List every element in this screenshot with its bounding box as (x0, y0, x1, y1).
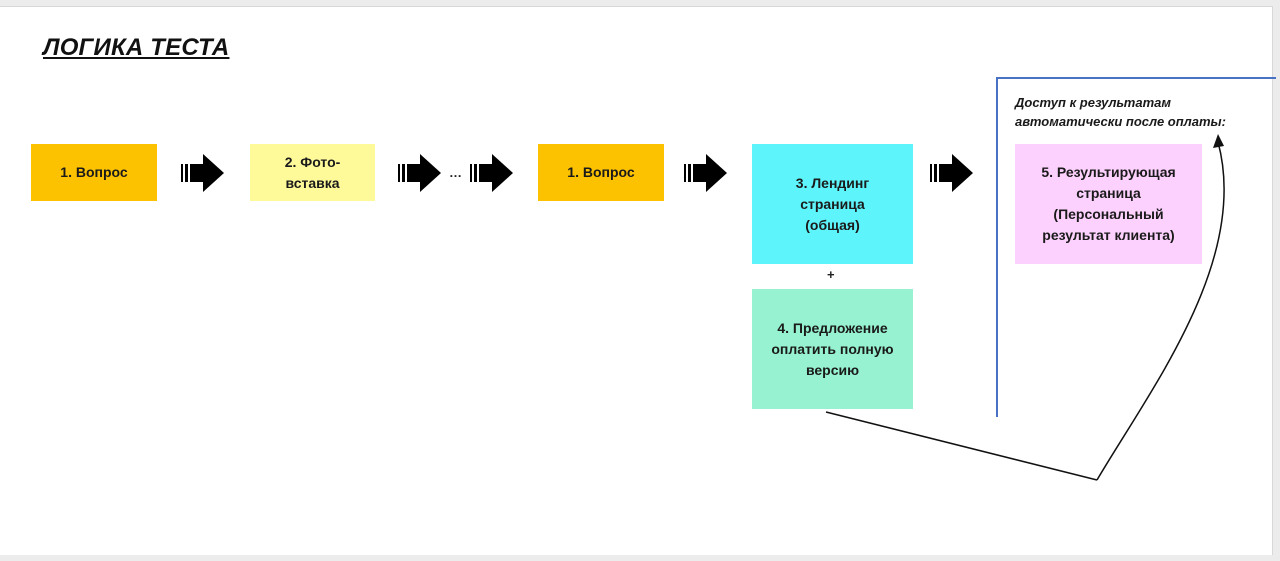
arrow-right-icon (181, 154, 224, 192)
node-landing-label-1: 3. Лендинг (795, 174, 870, 191)
node-question-1-label: 1. Вопрос (60, 164, 128, 180)
plus-sign: + (827, 267, 835, 282)
access-note: Доступ к результатам автоматически после… (1015, 93, 1226, 131)
access-note-line-2: автоматически после оплаты: (1015, 114, 1226, 129)
arrow-right-icon (684, 154, 727, 192)
slide: ЛОГИКА ТЕСТА Доступ к результатам автома… (0, 6, 1276, 555)
node-result-label-3: (Персональный (1053, 206, 1164, 222)
arrow-right-icon (398, 154, 441, 192)
node-offer-label-1: 4. Предложение (777, 319, 888, 336)
node-landing-label-3: (общая) (805, 216, 860, 233)
node-photo-insert: 2. Фото- вставка (250, 144, 375, 201)
node-offer-label-2: оплатить полную (771, 340, 894, 357)
arrow-right-icon (930, 154, 973, 192)
node-question-1: 1. Вопрос (31, 144, 157, 201)
node-landing-label-2: страница (800, 195, 865, 212)
ellipsis: … (449, 165, 462, 180)
arrow-right-icon (470, 154, 513, 192)
node-result-page: 5. Результирующая страница (Персональный… (1015, 144, 1202, 264)
node-question-2: 1. Вопрос (538, 144, 664, 201)
node-photo-label-2: вставка (285, 174, 340, 191)
node-payment-offer: 4. Предложение оплатить полную версию (752, 289, 913, 409)
page-title: ЛОГИКА ТЕСТА (43, 34, 230, 61)
node-offer-label-3: версию (805, 361, 860, 378)
node-question-2-label: 1. Вопрос (567, 164, 635, 180)
node-result-label-1: 5. Результирующая (1041, 164, 1176, 180)
node-photo-label-1: 2. Фото- (284, 153, 341, 170)
node-result-label-4: результат клиента) (1042, 227, 1175, 243)
node-result-label-2: страница (1076, 185, 1141, 201)
result-access-bracket (996, 77, 1276, 417)
access-note-line-1: Доступ к результатам (1015, 95, 1171, 110)
node-landing-page: 3. Лендинг страница (общая) (752, 144, 913, 264)
